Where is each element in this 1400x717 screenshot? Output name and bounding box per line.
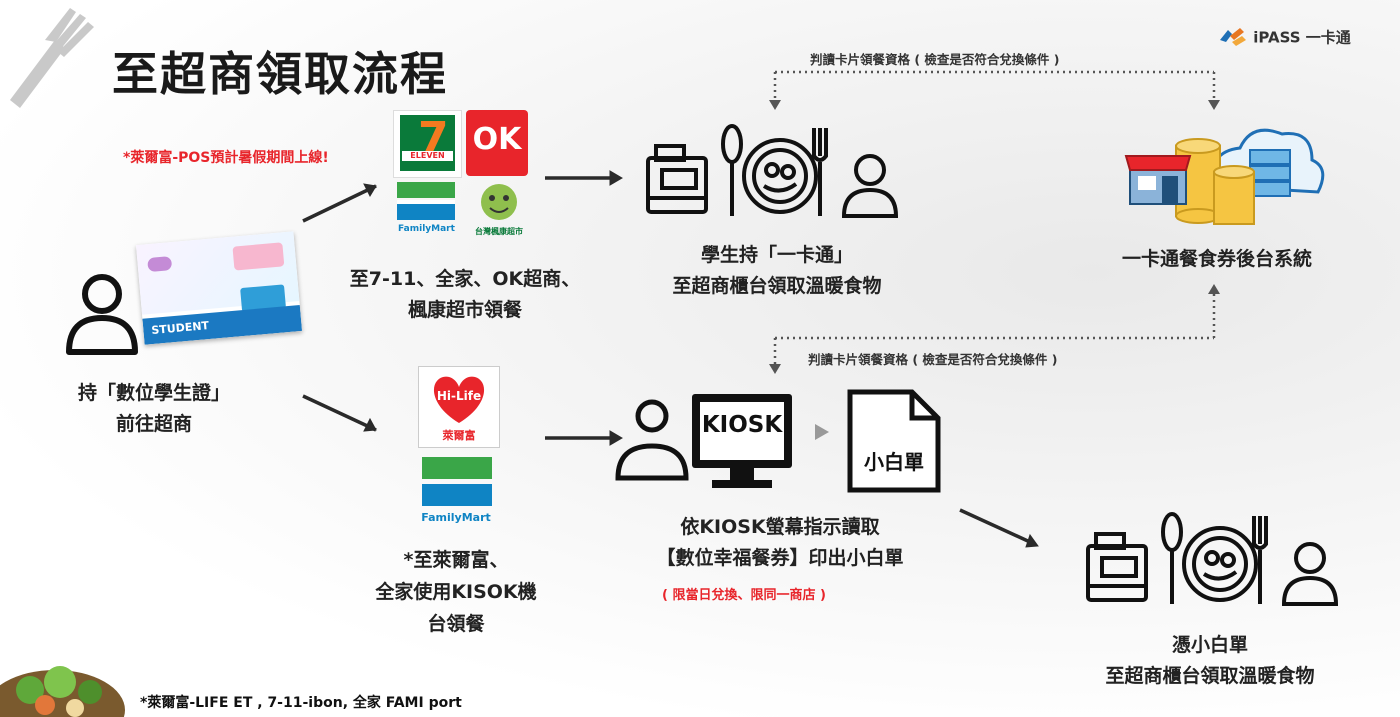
- salad-image: [0, 666, 125, 717]
- lower-stores-caption: *至萊爾富、 全家使用KISOK機 台領餐: [375, 549, 537, 635]
- person-icon: [841, 154, 899, 218]
- person-icon: [1281, 542, 1339, 606]
- arrow-icon: [769, 100, 781, 110]
- ipass-brand: iPASS 一卡通: [1218, 26, 1351, 50]
- arrow-icon: [1208, 100, 1220, 110]
- arrow-icon: [1208, 284, 1220, 294]
- check-text-bottom: 判讀卡片領餐資格 ( 檢查是否符合兌換條件 ): [808, 352, 1058, 367]
- check-text-top: 判讀卡片領餐資格 ( 檢查是否符合兌換條件 ): [810, 52, 1060, 67]
- monitor-icon: [692, 394, 792, 488]
- page-title: 至超商領取流程: [112, 47, 448, 101]
- document-icon: [847, 389, 941, 493]
- server-icon: [1249, 149, 1291, 197]
- receipt-label: 小白單: [864, 450, 924, 474]
- counter-bottom-caption: 憑小白單 至超商櫃台領取溫暖食物: [1105, 634, 1315, 687]
- person-icon: [615, 399, 689, 481]
- kiosk-icons: [615, 389, 941, 493]
- fork-utensil-icon: [812, 128, 828, 216]
- hilife-logo: Hi-Life 萊爾富: [418, 366, 500, 448]
- kiosk-caption: 依KIOSK螢幕指示讀取 【數位幸福餐券】印出小白單: [656, 516, 904, 569]
- upper-stores-caption: 至7-11、全家、OK超商、 楓康超市領餐: [349, 268, 581, 321]
- person-icon: [66, 274, 138, 355]
- kiosk-screen-text: KIOSK: [701, 412, 783, 438]
- arrow-icon: [769, 364, 781, 374]
- backend-caption: 一卡通餐食券後台系統: [1121, 248, 1312, 270]
- spoon-icon: [721, 124, 743, 216]
- brand-name: iPASS 一卡通: [1253, 28, 1351, 47]
- kiosk-note: ( 限當日兌換、限同一商店 ): [662, 588, 826, 603]
- fork-icon: [10, 8, 94, 108]
- familymart-logo-lower: FamilyMart: [416, 455, 496, 527]
- counter-bottom-icons: [1086, 512, 1339, 606]
- store-icon: [1124, 155, 1192, 205]
- taiwan-mart-logo: 台灣楓康超市: [466, 180, 532, 240]
- ipass-logo-icon: [1218, 26, 1248, 50]
- backend-icons: [1124, 128, 1325, 225]
- footnote: *萊爾富-LIFE ET , 7-11-ibon, 全家 FAMI port: [140, 695, 462, 711]
- cash-register-icon: [646, 144, 708, 214]
- counter-top-icons: [646, 124, 899, 218]
- ok-logo: OK: [466, 110, 528, 176]
- counter-top-caption: 學生持「一卡通」 至超商櫃台領取溫暖食物: [672, 244, 882, 297]
- spoon-icon: [1161, 512, 1183, 604]
- cash-register-icon: [1086, 532, 1148, 602]
- plate-icon: [742, 138, 818, 214]
- plate-icon: [1182, 526, 1258, 602]
- pos-note: *萊爾富-POS預計暑假期間上線!: [123, 150, 329, 166]
- familymart-logo: FamilyMart: [393, 180, 460, 240]
- student-card: STUDENT: [135, 231, 303, 345]
- start-caption: 持「數位學生證」 前往超商: [77, 382, 230, 435]
- fork-utensil-icon: [1252, 516, 1268, 604]
- arrow-icon: [815, 424, 829, 440]
- seven-eleven-logo: 7 ELEVEN: [393, 110, 462, 178]
